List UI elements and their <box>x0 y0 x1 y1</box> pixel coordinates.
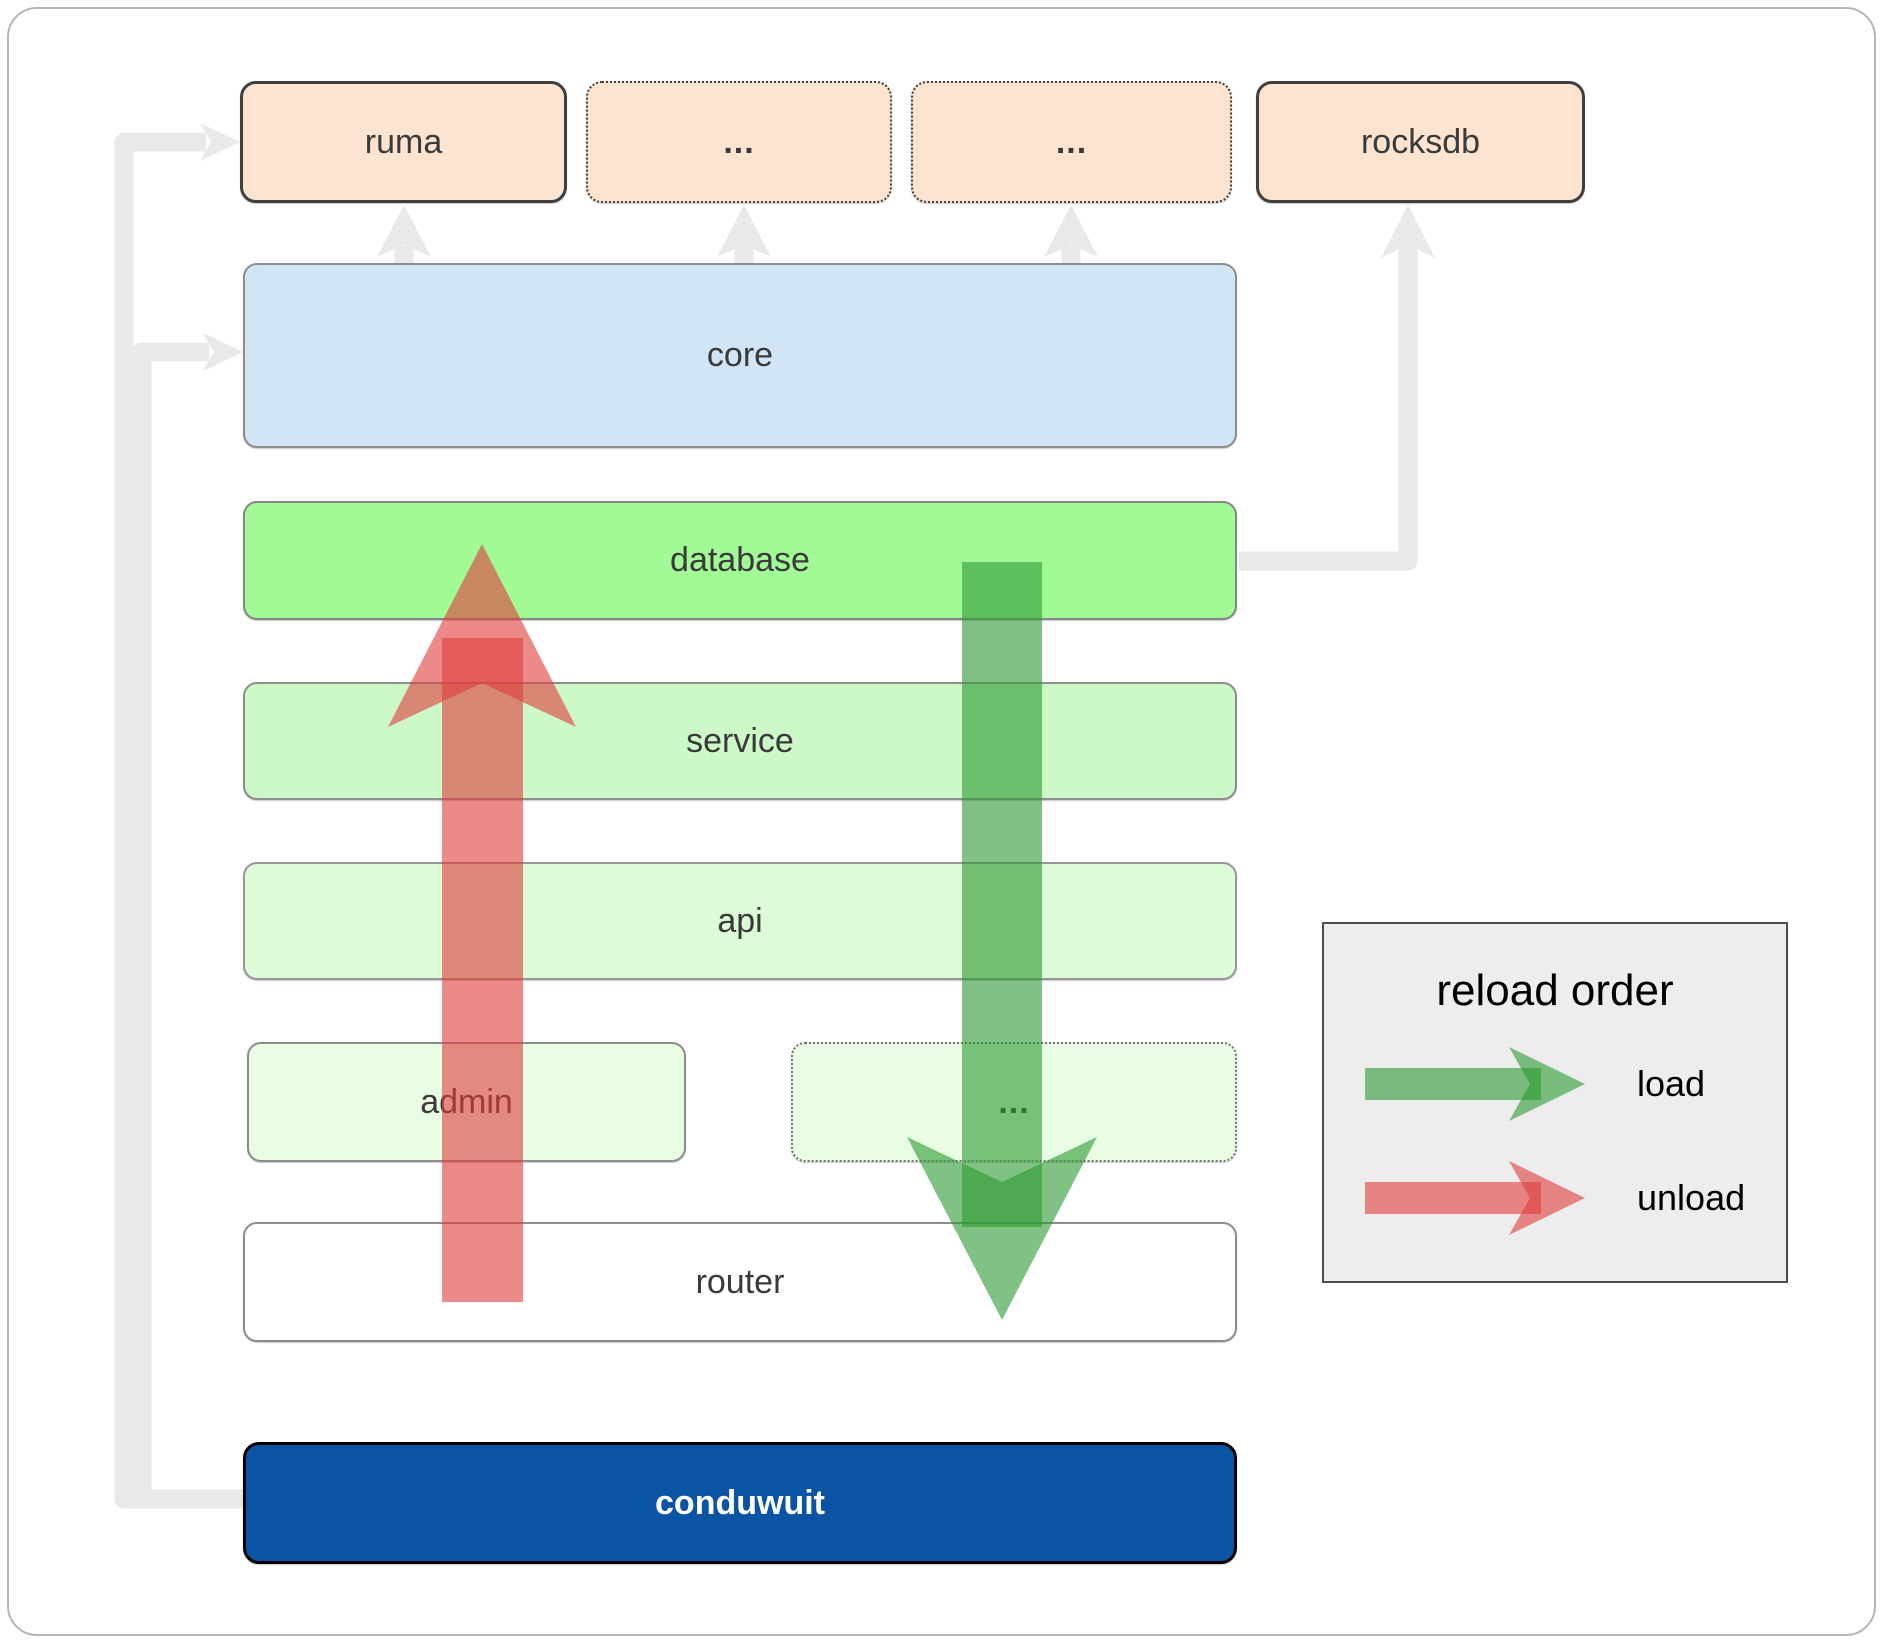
node-admin: admin <box>247 1042 686 1162</box>
load-arrow-shaft <box>1365 1068 1541 1100</box>
node-label: rocksdb <box>1360 122 1481 161</box>
node-service: service <box>243 682 1237 800</box>
connector-database-to-rocksdb <box>1239 246 1418 571</box>
connector-conduwuit-to-core <box>132 342 246 1509</box>
node-services-more: ... <box>791 1042 1237 1162</box>
legend: reload order load unload <box>1322 922 1788 1283</box>
arrowhead-icon <box>200 123 240 161</box>
connector-conduwuit-to-ruma <box>114 132 246 1509</box>
node-label: ... <box>1055 122 1088 161</box>
arrowhead-icon <box>717 205 771 257</box>
node-label: ruma <box>364 122 443 161</box>
load-arrowhead-icon <box>1509 1047 1585 1121</box>
node-crates-more-2: ... <box>911 81 1232 203</box>
node-conduwuit: conduwuit <box>243 1442 1237 1564</box>
node-database: database <box>243 501 1237 620</box>
canvas-border <box>7 7 1876 1636</box>
load-arrow-icon <box>1365 1047 1585 1121</box>
node-router: router <box>243 1222 1237 1342</box>
node-label: ... <box>998 1082 1030 1121</box>
node-label: service <box>686 721 794 760</box>
node-crates-more-1: ... <box>586 81 892 203</box>
node-rocksdb: rocksdb <box>1256 81 1585 203</box>
arrowhead-icon <box>1044 205 1098 257</box>
unload-arrow-shaft <box>1365 1182 1541 1214</box>
node-api: api <box>243 862 1237 980</box>
node-label: router <box>695 1262 785 1301</box>
node-ruma: ruma <box>240 81 567 203</box>
legend-title: reload order <box>1436 966 1674 1015</box>
node-label: ... <box>723 122 755 161</box>
node-label: api <box>717 901 763 940</box>
unload-arrow-icon <box>1365 1161 1585 1235</box>
legend-item-label: load <box>1637 1063 1706 1104</box>
arrowhead-icon <box>1381 205 1435 258</box>
unload-arrowhead-icon <box>1509 1161 1585 1235</box>
node-label: admin <box>420 1082 513 1121</box>
node-label: database <box>670 541 810 579</box>
node-core: core <box>243 263 1237 448</box>
arrowhead-icon <box>377 205 431 257</box>
node-label: conduwuit <box>655 1483 825 1522</box>
legend-item-label: unload <box>1637 1177 1746 1218</box>
node-label: core <box>706 336 774 374</box>
arrowhead-icon <box>203 333 243 371</box>
